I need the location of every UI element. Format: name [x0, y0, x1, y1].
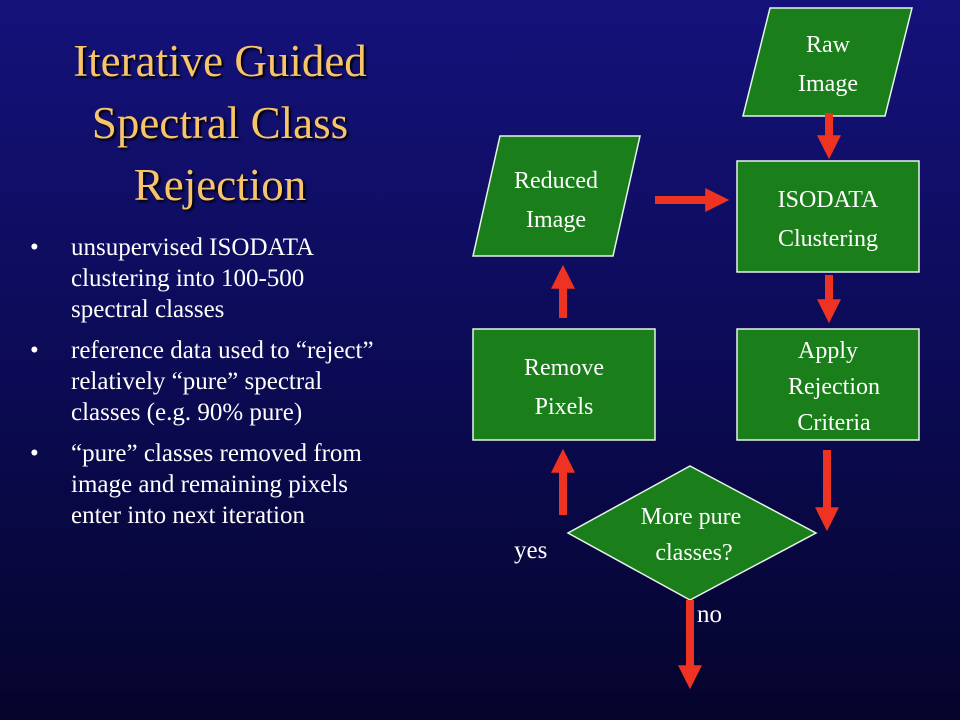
raw-image-label-line: Raw — [806, 32, 851, 58]
isodata-label-line: ISODATA — [778, 187, 879, 213]
apply-rejection-label-line: Criteria — [797, 410, 871, 436]
apply-rejection-label-line: Rejection — [788, 374, 880, 400]
decision-shape — [566, 465, 818, 601]
raw-image-label-line: Image — [798, 71, 858, 97]
isodata-label-line: Clustering — [778, 226, 878, 252]
remove-pixels-label-line: Remove — [524, 355, 604, 381]
bullet-dot-icon: • — [30, 234, 39, 261]
node-isodata-clustering: ISODATA Clustering — [736, 160, 920, 273]
bullet-text: unsupervised ISODATA clustering into 100… — [71, 234, 313, 323]
bullet-item: • “pure” classes removed from image and … — [30, 438, 375, 531]
node-remove-pixels: Remove Pixels — [472, 328, 656, 441]
slide-title: Iterative Guided Spectral Class Rejectio… — [20, 30, 420, 216]
reduced-image-label-line: Image — [526, 207, 586, 233]
reduced-image-shape — [472, 135, 641, 257]
bullet-text: reference data used to “reject” relative… — [71, 337, 374, 426]
bullet-dot-icon: • — [30, 440, 39, 467]
decision-label-line: More pure — [641, 504, 742, 530]
reduced-image-label-line: Reduced — [514, 168, 598, 194]
bullet-item: • reference data used to “reject” relati… — [30, 335, 375, 428]
title-line: Iterative Guided — [73, 36, 367, 86]
decision-label-line: classes? — [655, 540, 732, 566]
bullet-text: “pure” classes removed from image and re… — [71, 440, 362, 529]
node-decision-more-pure-classes: More pure classes? — [566, 465, 818, 601]
remove-pixels-label-line: Pixels — [535, 394, 594, 420]
title-line: Rejection — [133, 160, 307, 210]
edge-label-no: no — [697, 601, 722, 628]
apply-rejection-label-line: Apply — [798, 338, 858, 364]
node-raw-image: Raw Image — [742, 7, 913, 117]
bullet-dot-icon: • — [30, 337, 39, 364]
edge-label-yes: yes — [514, 537, 547, 564]
raw-image-shape — [742, 7, 913, 117]
remove-pixels-shape — [472, 328, 656, 441]
node-apply-rejection-criteria: Apply Rejection Criteria — [736, 328, 920, 441]
isodata-shape — [736, 160, 920, 273]
apply-rejection-shape — [736, 328, 920, 441]
node-reduced-image: Reduced Image — [472, 135, 641, 257]
bullet-list: • unsupervised ISODATA clustering into 1… — [30, 232, 375, 541]
bullet-item: • unsupervised ISODATA clustering into 1… — [30, 232, 375, 325]
title-line: Spectral Class — [91, 98, 349, 148]
